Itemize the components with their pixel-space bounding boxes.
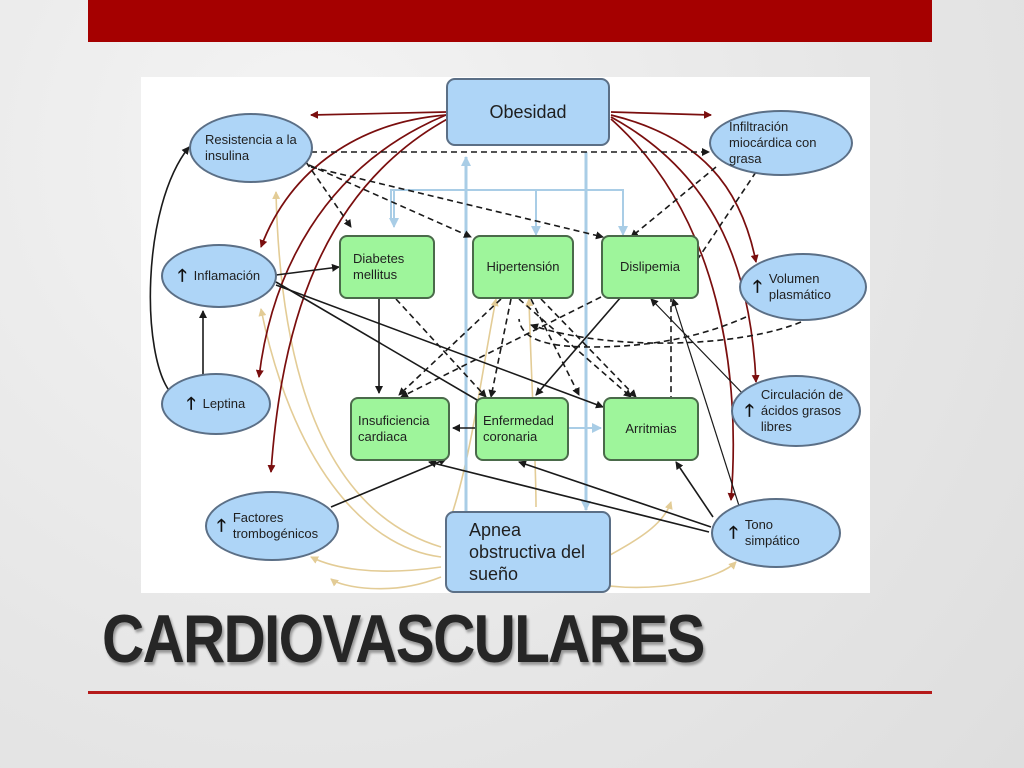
node-obesidad-label: Obesidad bbox=[489, 101, 567, 122]
up-arrow-icon: 🡑 bbox=[753, 277, 762, 296]
node-diabetes-label: Diabetes mellitus bbox=[353, 251, 405, 282]
node-circulacion-label: Circulación de ácidos grasos libres bbox=[760, 387, 844, 434]
up-arrow-icon: 🡑 bbox=[186, 394, 196, 413]
node-insuficiencia-label: Insuficiencia cardiaca bbox=[358, 413, 430, 444]
node-enfermedad-label: Enfermedad coronaria bbox=[483, 413, 554, 444]
up-arrow-icon: 🡑 bbox=[729, 523, 738, 542]
node-diabetes: Diabetes mellitus bbox=[339, 235, 435, 299]
node-dislipemia-label: Dislipemia bbox=[620, 259, 680, 274]
header-bar bbox=[88, 0, 932, 42]
node-resistencia-label: Resistencia a la insulina bbox=[205, 132, 297, 163]
node-volumen-plasmatico: 🡑 Volumen plasmático bbox=[739, 253, 867, 321]
node-infiltracion: Infiltración miocárdica con grasa bbox=[709, 110, 853, 176]
title-underline bbox=[88, 691, 932, 694]
node-apnea-label: Apnea obstructiva del sueño bbox=[469, 520, 586, 584]
node-enfermedad-coronaria: Enfermedad coronaria bbox=[475, 397, 569, 461]
red-connectors bbox=[255, 110, 760, 501]
up-arrow-icon: 🡑 bbox=[745, 401, 754, 420]
node-factores-trombogenicos: 🡑 Factores trombogénicos bbox=[205, 491, 339, 561]
slide-title: CARDIOVASCULARES bbox=[102, 601, 705, 677]
obesity-diagram: Obesidad Resistencia a la insulina 🡑 Inf… bbox=[141, 77, 870, 593]
node-leptina-label: Leptina bbox=[202, 396, 246, 411]
node-hipertension-label: Hipertensión bbox=[486, 259, 560, 274]
node-volumen-label: Volumen plasmático bbox=[768, 271, 831, 302]
node-inflamacion-label: Inflamación bbox=[193, 268, 261, 283]
node-tono-simpatico: 🡑 Tono simpático bbox=[711, 498, 841, 568]
light-blue-connectors bbox=[389, 152, 628, 515]
node-insuficiencia-cardiaca: Insuficiencia cardiaca bbox=[350, 397, 450, 461]
node-factores-label: Factores trombogénicos bbox=[232, 510, 319, 541]
dark-connectors bbox=[149, 146, 747, 533]
node-apnea: Apnea obstructiva del sueño bbox=[445, 511, 611, 593]
node-obesidad: Obesidad bbox=[446, 78, 610, 146]
node-dislipemia: Dislipemia bbox=[601, 235, 699, 299]
node-tono-label: Tono simpático bbox=[744, 517, 800, 548]
node-arritmias-label: Arritmias bbox=[625, 421, 677, 436]
up-arrow-icon: 🡑 bbox=[177, 266, 187, 285]
node-inflamacion: 🡑 Inflamación bbox=[161, 244, 277, 308]
node-resistencia-insulina: Resistencia a la insulina bbox=[189, 113, 313, 183]
node-leptina: 🡑 Leptina bbox=[161, 373, 271, 435]
dashed-connectors bbox=[305, 148, 802, 418]
up-arrow-icon: 🡑 bbox=[217, 516, 226, 535]
node-hipertension: Hipertensión bbox=[472, 235, 574, 299]
node-infiltracion-label: Infiltración miocárdica con grasa bbox=[729, 119, 817, 166]
node-circulacion: 🡑 Circulación de ácidos grasos libres bbox=[731, 375, 861, 447]
node-arritmias: Arritmias bbox=[603, 397, 699, 461]
